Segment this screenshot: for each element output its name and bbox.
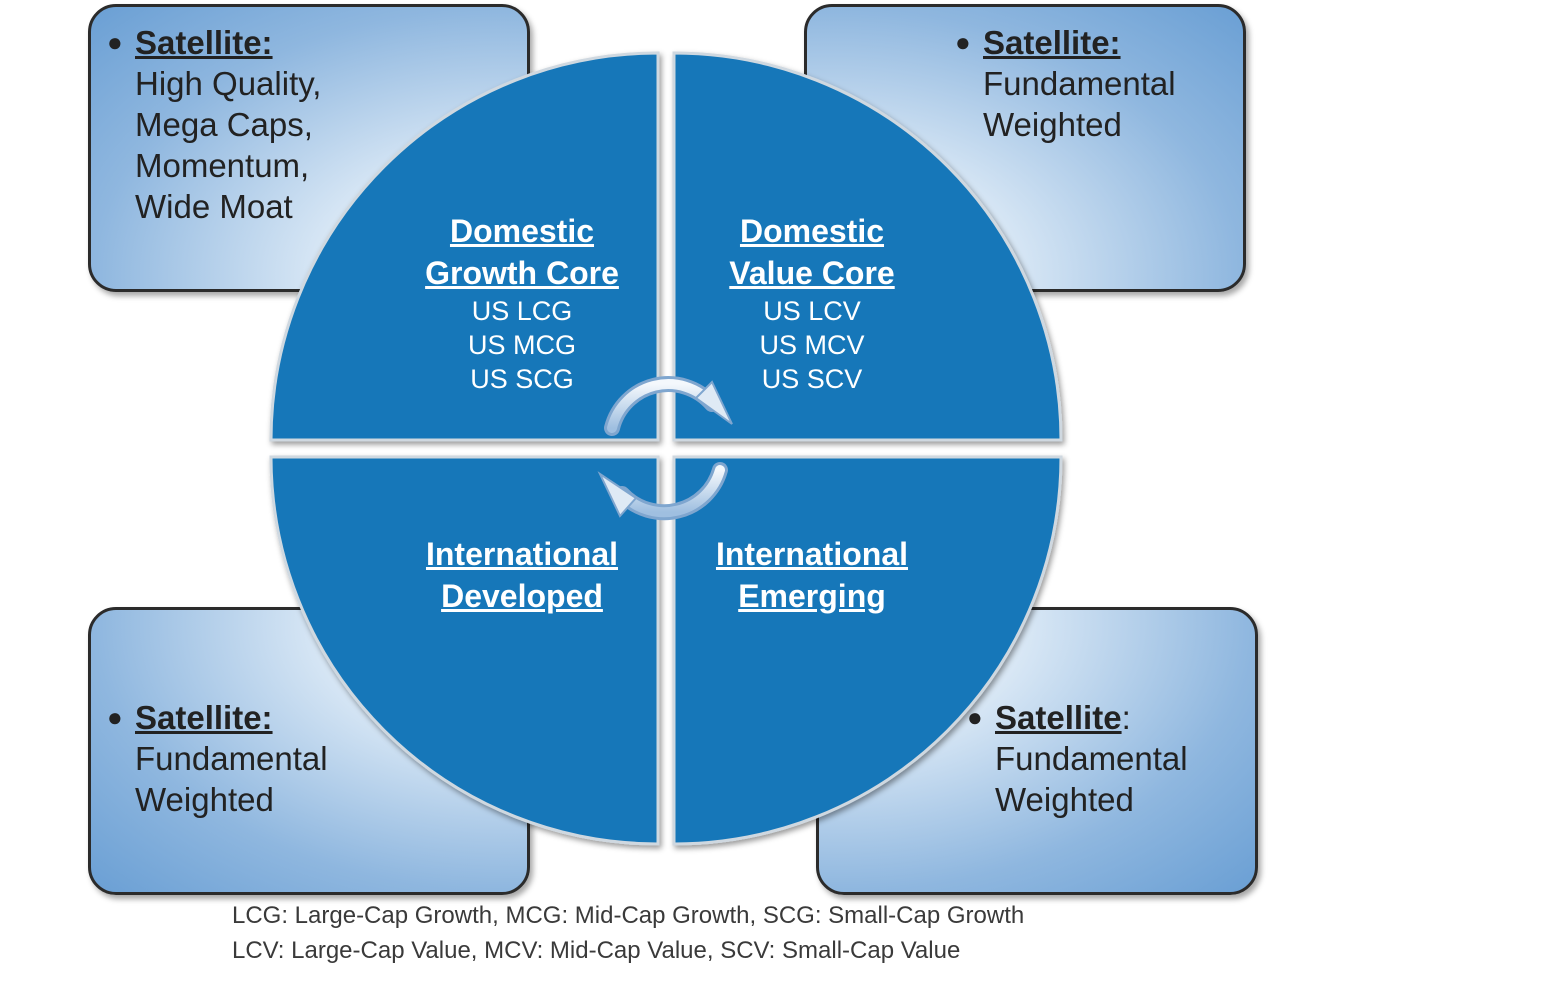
quadrant-item: US MCV [759, 330, 865, 360]
satellite-text-top-left: ● Satellite: High Quality, Mega Caps, Mo… [107, 22, 322, 227]
quadrant-title: International [425, 536, 618, 572]
quadrant-title: Domestic [739, 213, 885, 249]
legend-line-value: LCV: Large-Cap Value, MCV: Mid-Cap Value… [232, 937, 961, 964]
bullet-icon: ● [955, 27, 971, 57]
quadrant-title: Domestic [449, 213, 595, 249]
satellite-text-top-right: ● Satellite: Fundamental Weighted [955, 22, 1176, 145]
bullet-icon: ● [967, 702, 983, 732]
satellite-line: Fundamental [135, 740, 328, 777]
satellite-line: Weighted [983, 106, 1122, 143]
quadrant-label-developed: International Developed [372, 533, 672, 617]
cycle-arrow-bottom-icon [597, 462, 728, 521]
quadrant-label-value: Domestic Value Core US LCV US MCV US SCV [662, 210, 962, 396]
satellite-heading: Satellite: [983, 24, 1121, 61]
satellite-heading: Satellite: [135, 24, 273, 61]
quadrant-domestic-value [672, 51, 1063, 442]
satellite-heading: Satellite: [135, 699, 273, 736]
satellite-line: Fundamental [995, 740, 1188, 777]
quadrant-title: Growth Core [425, 255, 619, 291]
satellite-line: Weighted [995, 781, 1134, 818]
quadrant-item: US MCG [468, 330, 576, 360]
quadrant-item: US LCV [763, 296, 861, 326]
bullet-icon: ● [107, 702, 123, 732]
quadrant-item: US LCG [471, 296, 573, 326]
quadrant-international-developed [269, 455, 660, 846]
quadrant-domestic-growth [269, 51, 660, 442]
quadrant-label-growth: Domestic Growth Core US LCG US MCG US SC… [372, 210, 672, 396]
quadrant-item: US SCG [470, 364, 574, 394]
satellite-line: Wide Moat [135, 188, 293, 225]
quadrant-title: Emerging [738, 578, 886, 614]
quadrant-label-emerging: International Emerging [662, 533, 962, 617]
quadrant-title: International [715, 536, 908, 572]
satellite-heading: Satellite [995, 699, 1122, 736]
satellite-line: High Quality, [135, 65, 322, 102]
quadrant-title: Developed [441, 578, 603, 614]
bullet-icon: ● [107, 27, 123, 57]
quadrant-international-emerging [672, 455, 1063, 846]
legend-line-growth: LCG: Large-Cap Growth, MCG: Mid-Cap Grow… [232, 902, 1025, 929]
satellite-line: Mega Caps, [135, 106, 313, 143]
quadrant-title: Value Core [729, 255, 895, 291]
satellite-line: Momentum, [135, 147, 310, 184]
satellite-line: Fundamental [983, 65, 1176, 102]
satellite-text-bottom-left: ● Satellite: Fundamental Weighted [107, 697, 328, 820]
cycle-arrow-top-icon [604, 376, 733, 436]
satellite-heading-colon: : [1121, 699, 1131, 736]
satellite-line: Weighted [135, 781, 274, 818]
quadrant-item: US SCV [761, 364, 863, 394]
satellite-text-bottom-right: ● Satellite: Fundamental Weighted [967, 697, 1188, 820]
